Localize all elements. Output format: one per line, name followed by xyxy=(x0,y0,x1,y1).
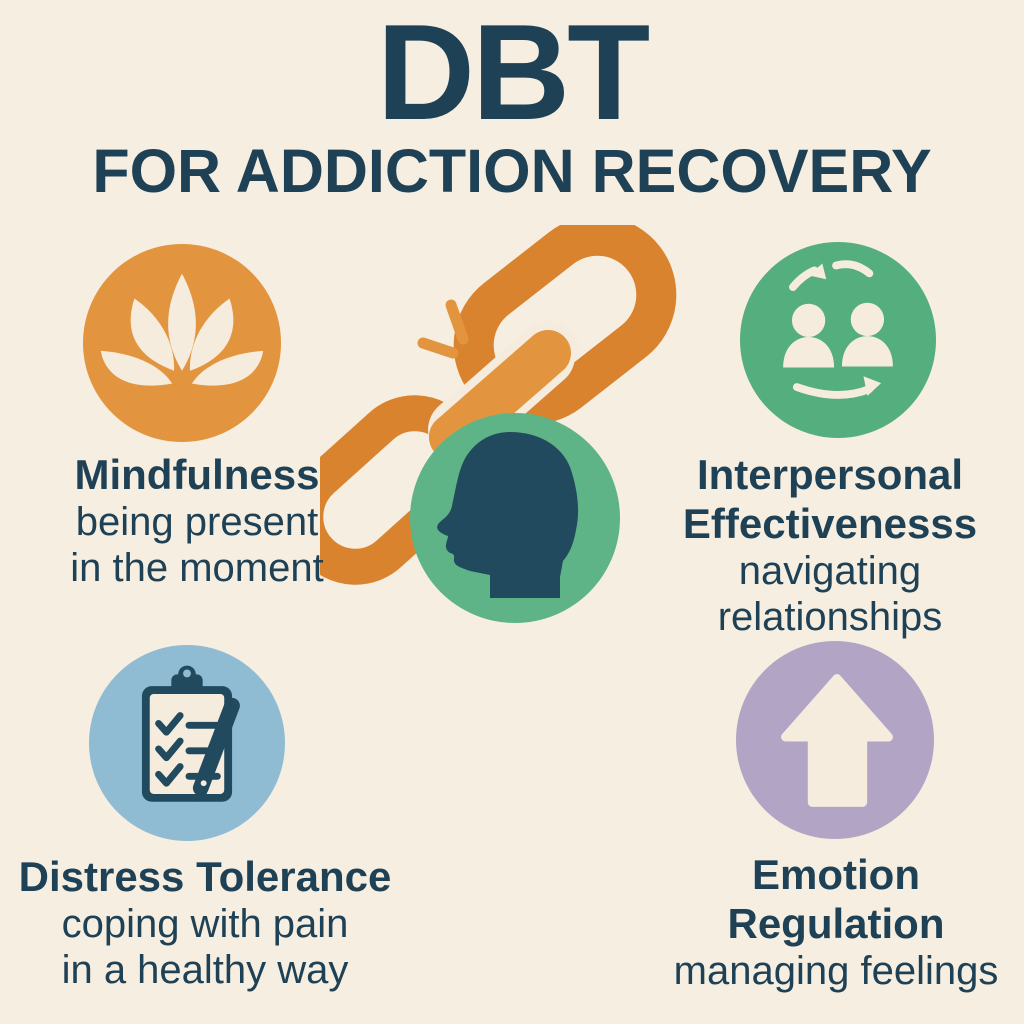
checklist-rows xyxy=(155,712,221,787)
mindfulness-caption-1: being present xyxy=(75,500,319,544)
mindfulness-title: Mindfulness xyxy=(74,451,320,498)
interpersonal-caption-1: navigating xyxy=(738,549,922,593)
distress-icon-circle xyxy=(89,645,285,841)
emotion-caption-1: managing feelings xyxy=(673,949,999,993)
emotion-icon-circle xyxy=(736,641,934,839)
distress-caption-1: coping with pain xyxy=(61,902,349,946)
up-arrow-icon xyxy=(781,674,893,807)
emotion-text: Emotion Regulation managing feelings xyxy=(674,850,999,994)
lotus-petals xyxy=(100,273,264,386)
up-arrow-shape xyxy=(781,674,893,807)
mindfulness-text: Mindfulness being present in the moment xyxy=(70,450,323,591)
pen xyxy=(192,697,240,802)
interpersonal-icon-circle xyxy=(740,242,936,438)
interpersonal-caption-2: relationships xyxy=(717,595,943,639)
people-figures xyxy=(783,302,893,368)
mindfulness-caption-2: in the moment xyxy=(70,546,324,590)
center-illustration xyxy=(320,225,677,623)
emotion-title-1: Emotion xyxy=(752,851,920,898)
interpersonal-title-1: Interpersonal xyxy=(696,451,964,498)
page-subtitle: FOR ADDICTION RECOVERY xyxy=(92,137,932,205)
distress-text: Distress Tolerance coping with pain in a… xyxy=(19,852,392,993)
interpersonal-title-2: Effectivenesss xyxy=(682,500,978,547)
head-silhouette-icon xyxy=(437,432,579,598)
lotus-icon xyxy=(100,273,264,386)
people-exchange-icon xyxy=(783,260,893,399)
distress-title: Distress Tolerance xyxy=(18,853,392,900)
exchange-arrows xyxy=(789,260,882,399)
distress-caption-2: in a healthy way xyxy=(61,948,349,992)
emotion-title-2: Regulation xyxy=(727,900,945,947)
page-title: DBT xyxy=(376,0,651,148)
break-marks xyxy=(417,299,469,359)
mindfulness-icon-circle xyxy=(83,244,281,442)
checklist-pen-icon xyxy=(141,665,240,802)
interpersonal-text: Interpersonal Effectivenesss navigating … xyxy=(683,450,977,640)
